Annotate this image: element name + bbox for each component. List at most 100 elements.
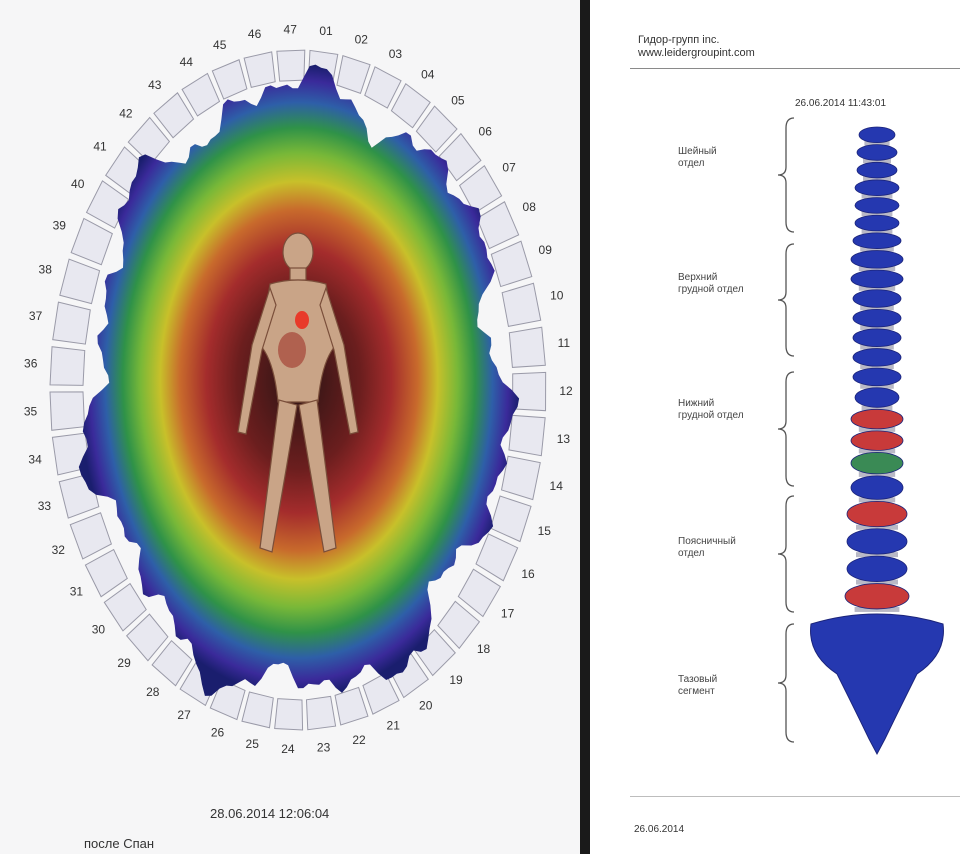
vertebra [845,584,909,609]
sector-number-label: 14 [550,479,564,493]
sector-number-label: 36 [24,357,38,371]
aura-sector [476,534,518,581]
sector-number-label: 30 [92,622,106,636]
aura-sector [70,513,111,559]
sector-number-label: 09 [539,243,553,257]
sector-number-label: 39 [53,218,67,232]
aura-sector [509,327,545,367]
aura-sector [335,687,368,724]
spine-diagram [590,0,965,854]
aura-sector [306,696,335,729]
section-label-upper-thoracic: Верхний грудной отдел [678,272,744,296]
vertebra [851,270,903,288]
sector-number-label: 20 [419,699,433,713]
sector-number-label: 35 [24,405,38,419]
vertebra [853,233,901,249]
sector-number-label: 07 [502,160,516,174]
aura-sector [275,699,303,730]
vertebra [847,501,907,526]
aura-sector [502,456,541,499]
sector-number-label: 44 [180,55,194,69]
sector-number-label: 38 [39,263,53,277]
sector-number-label: 18 [477,642,491,656]
sector-number-label: 29 [117,656,131,670]
sector-number-label: 45 [213,38,227,52]
aura-sector [212,60,247,99]
sector-number-label: 19 [449,673,463,687]
vertebra [847,529,907,554]
vertebra [853,309,901,327]
aura-caption: после Спан [84,836,154,851]
section-label-lumbar: Поясничный отдел [678,536,736,560]
aura-sector [363,673,399,714]
section-bracket [778,372,794,486]
sector-number-label: 21 [387,719,401,733]
aura-sector [50,392,85,430]
section-bracket [778,624,794,742]
vertebra [851,476,903,499]
aura-sector [244,52,275,87]
sector-number-label: 32 [52,543,66,557]
vertebra [857,162,897,178]
sector-number-label: 10 [550,289,564,303]
aura-sector [502,283,541,326]
sector-number-label: 02 [355,32,369,46]
sector-number-label: 01 [319,24,333,38]
aura-sector [491,241,531,286]
aura-sector [50,347,85,386]
vertebra [855,388,899,408]
aura-sector [277,50,305,81]
aura-page: 0102030405060708091011121314151617181920… [0,0,580,854]
footer-date: 26.06.2014 [634,824,684,835]
aura-datetime: 28.06.2014 12:06:04 [210,806,329,821]
aura-sector [509,415,545,455]
section-bracket [778,118,794,232]
section-label-lower-thoracic: Нижний грудной отдел [678,398,744,422]
sector-number-label: 42 [119,106,133,120]
vertebra [859,127,895,143]
footer-rule [630,796,960,797]
page-binding-divider [580,0,590,854]
sector-number-label: 05 [451,93,465,107]
vertebra [851,409,903,429]
vertebra [853,290,901,308]
vertebra [853,368,901,386]
aura-diagram: 0102030405060708091011121314151617181920… [0,0,580,854]
aura-sector [53,302,91,344]
sector-number-label: 23 [317,740,331,754]
sector-number-label: 16 [521,567,535,581]
sector-number-label: 46 [248,27,262,41]
sector-number-label: 43 [148,78,162,92]
sector-number-label: 13 [557,432,571,446]
section-bracket [778,244,794,356]
sector-number-label: 41 [93,139,107,153]
sector-number-label: 08 [523,200,537,214]
sector-number-label: 12 [559,384,573,398]
sector-number-label: 40 [71,177,85,191]
spine-page: Гидор-групп inc. www.leidergroupint.com … [590,0,965,854]
sector-number-label: 37 [29,309,43,323]
vertebra [853,329,901,347]
sector-number-label: 26 [211,726,225,740]
section-label-cervical: Шейный отдел [678,146,717,170]
sector-number-label: 03 [389,47,403,61]
sector-number-label: 24 [281,742,295,756]
vertebra [853,349,901,367]
vertebra [851,251,903,269]
sector-number-label: 06 [479,124,493,138]
vertebra [855,180,899,196]
section-bracket [778,496,794,612]
section-label-pelvic: Тазовый сегмент [678,674,717,698]
sector-number-label: 25 [246,737,260,751]
vertebra [851,452,903,474]
sector-number-label: 04 [421,67,435,81]
aura-sector [337,56,370,94]
vertebra [847,556,907,581]
vertebra [855,198,899,214]
sector-number-label: 17 [501,607,515,621]
sector-number-label: 31 [70,585,84,599]
vertebra [851,431,903,451]
vertebra [857,145,897,161]
sector-number-label: 22 [352,733,366,747]
sector-number-label: 33 [38,499,52,513]
